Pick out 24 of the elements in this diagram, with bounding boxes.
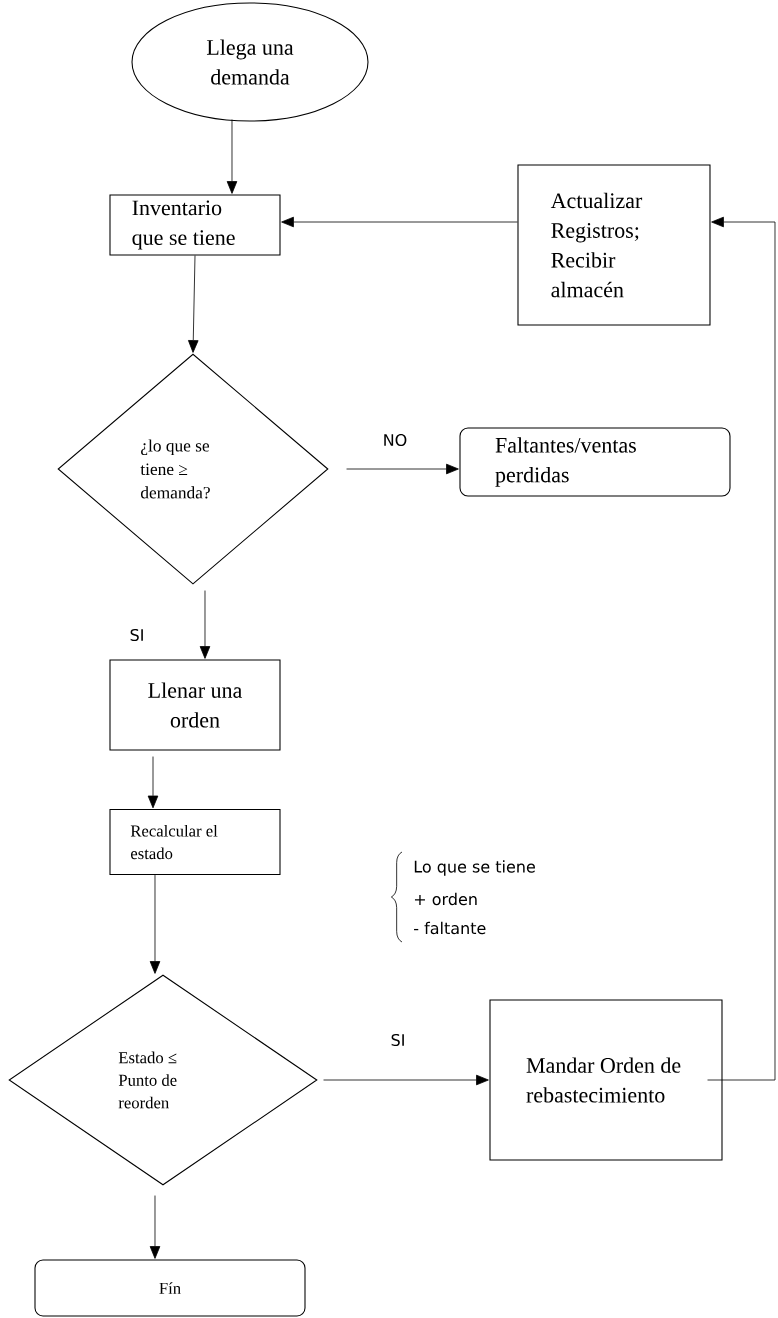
arrow — [149, 874, 161, 974]
note-text: - faltante — [414, 921, 486, 935]
start-oval: Llega una demanda — [131, 2, 369, 122]
arrow — [323, 1074, 489, 1086]
process-box: Llenar una orden — [109, 659, 281, 751]
arrow — [226, 119, 238, 194]
note-text: Lo que se tiene — [414, 860, 535, 876]
arrow — [188, 255, 199, 353]
arrow — [281, 216, 518, 228]
terminal-box: Fín — [34, 1259, 306, 1317]
process-box: Recalcular el estado — [109, 808, 281, 876]
arrow — [147, 756, 159, 809]
note-text: + orden — [414, 892, 477, 906]
edge-label: SI — [389, 1032, 407, 1048]
edge-label: SI — [128, 627, 146, 643]
process-box: Inventario que se tiene — [109, 194, 281, 256]
arrow — [346, 463, 459, 475]
edge-label: NO — [381, 432, 409, 448]
process-box: Mandar Orden de rebastecimiento — [489, 999, 723, 1161]
arrow — [707, 216, 776, 1081]
arrow — [199, 590, 211, 659]
process-box: Actualizar Registros; Recibir almacén — [517, 164, 711, 326]
terminal-box: Faltantes/ventas perdidas — [459, 427, 731, 497]
arrow — [149, 1195, 161, 1259]
